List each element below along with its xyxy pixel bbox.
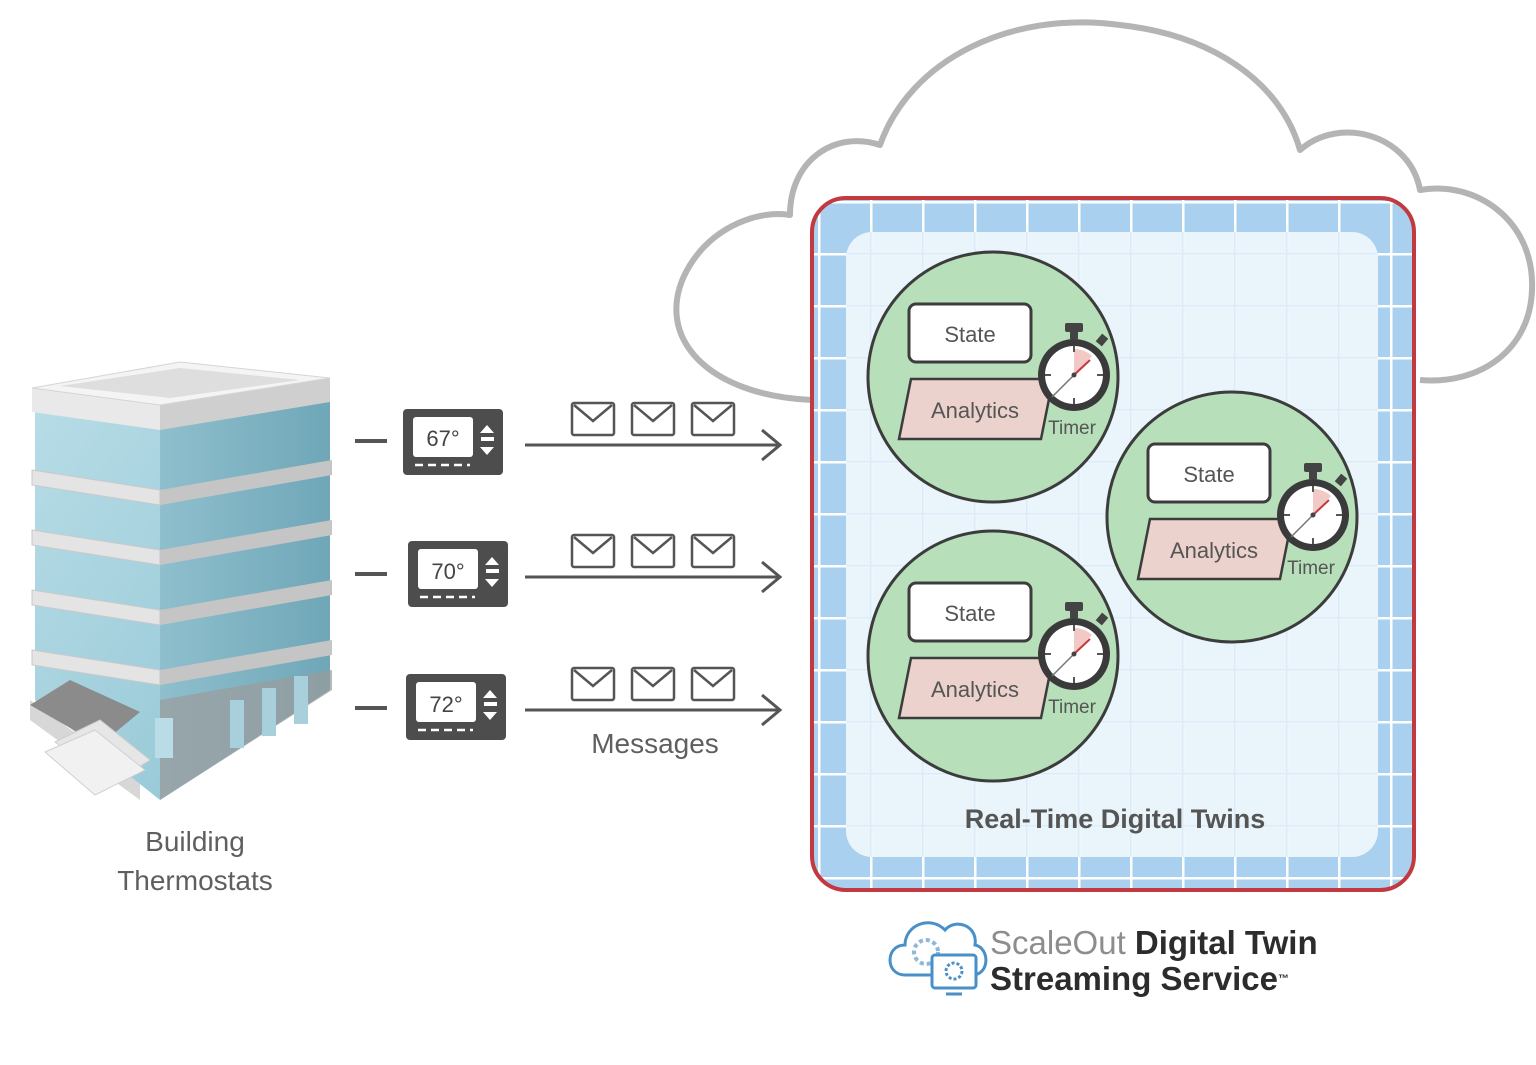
analytics-label: Analytics	[931, 398, 1019, 423]
analytics-box	[897, 656, 1055, 720]
thermostat-reading: 72°	[429, 692, 462, 717]
state-label: State	[944, 601, 995, 626]
timer-label: Timer	[1287, 558, 1336, 579]
thermostat-reading: 67°	[426, 426, 459, 451]
state-box	[907, 302, 1033, 364]
trademark-symbol: ™	[1277, 973, 1289, 985]
state-label: State	[944, 322, 995, 347]
brand-line2-text: Streaming Service	[990, 960, 1278, 997]
thermostat-row-2: 70°	[355, 533, 783, 607]
analytics-box	[897, 377, 1055, 441]
digital-twin-3: State Analytics Timer	[866, 529, 1120, 783]
thermostat-row-3: 72°	[355, 666, 783, 740]
digital-twin-2: State Analytics Timer	[1105, 390, 1359, 644]
building-caption-line2: Thermostats	[117, 865, 273, 896]
state-box	[907, 581, 1033, 643]
state-box	[1146, 442, 1272, 504]
state-label: State	[1183, 462, 1234, 487]
twins-caption: Real-Time Digital Twins	[964, 804, 1266, 834]
timer-label: Timer	[1048, 418, 1097, 439]
scaleout-logo-icon	[888, 921, 988, 996]
analytics-box	[1136, 517, 1294, 581]
brand-line1-rest: Digital Twin	[1134, 924, 1318, 961]
thermostat-row-1: 67°	[355, 401, 783, 475]
digital-twin-1: State Analytics Timer	[866, 250, 1120, 504]
timer-label: Timer	[1048, 697, 1097, 718]
building-caption-line1: Building	[145, 826, 245, 857]
brand-name: ScaleOut Digital Twin Streaming Service™	[990, 925, 1318, 997]
brand-line2: Streaming Service™	[990, 961, 1318, 997]
brand-scaleout: ScaleOut	[990, 924, 1126, 961]
analytics-label: Analytics	[1170, 538, 1258, 563]
brand-line1: ScaleOut Digital Twin	[990, 925, 1318, 961]
messages-caption: Messages	[591, 728, 719, 759]
analytics-label: Analytics	[931, 677, 1019, 702]
building-caption: Building Thermostats	[80, 822, 310, 900]
building-icon	[30, 361, 332, 800]
thermostat-reading: 70°	[431, 559, 464, 584]
